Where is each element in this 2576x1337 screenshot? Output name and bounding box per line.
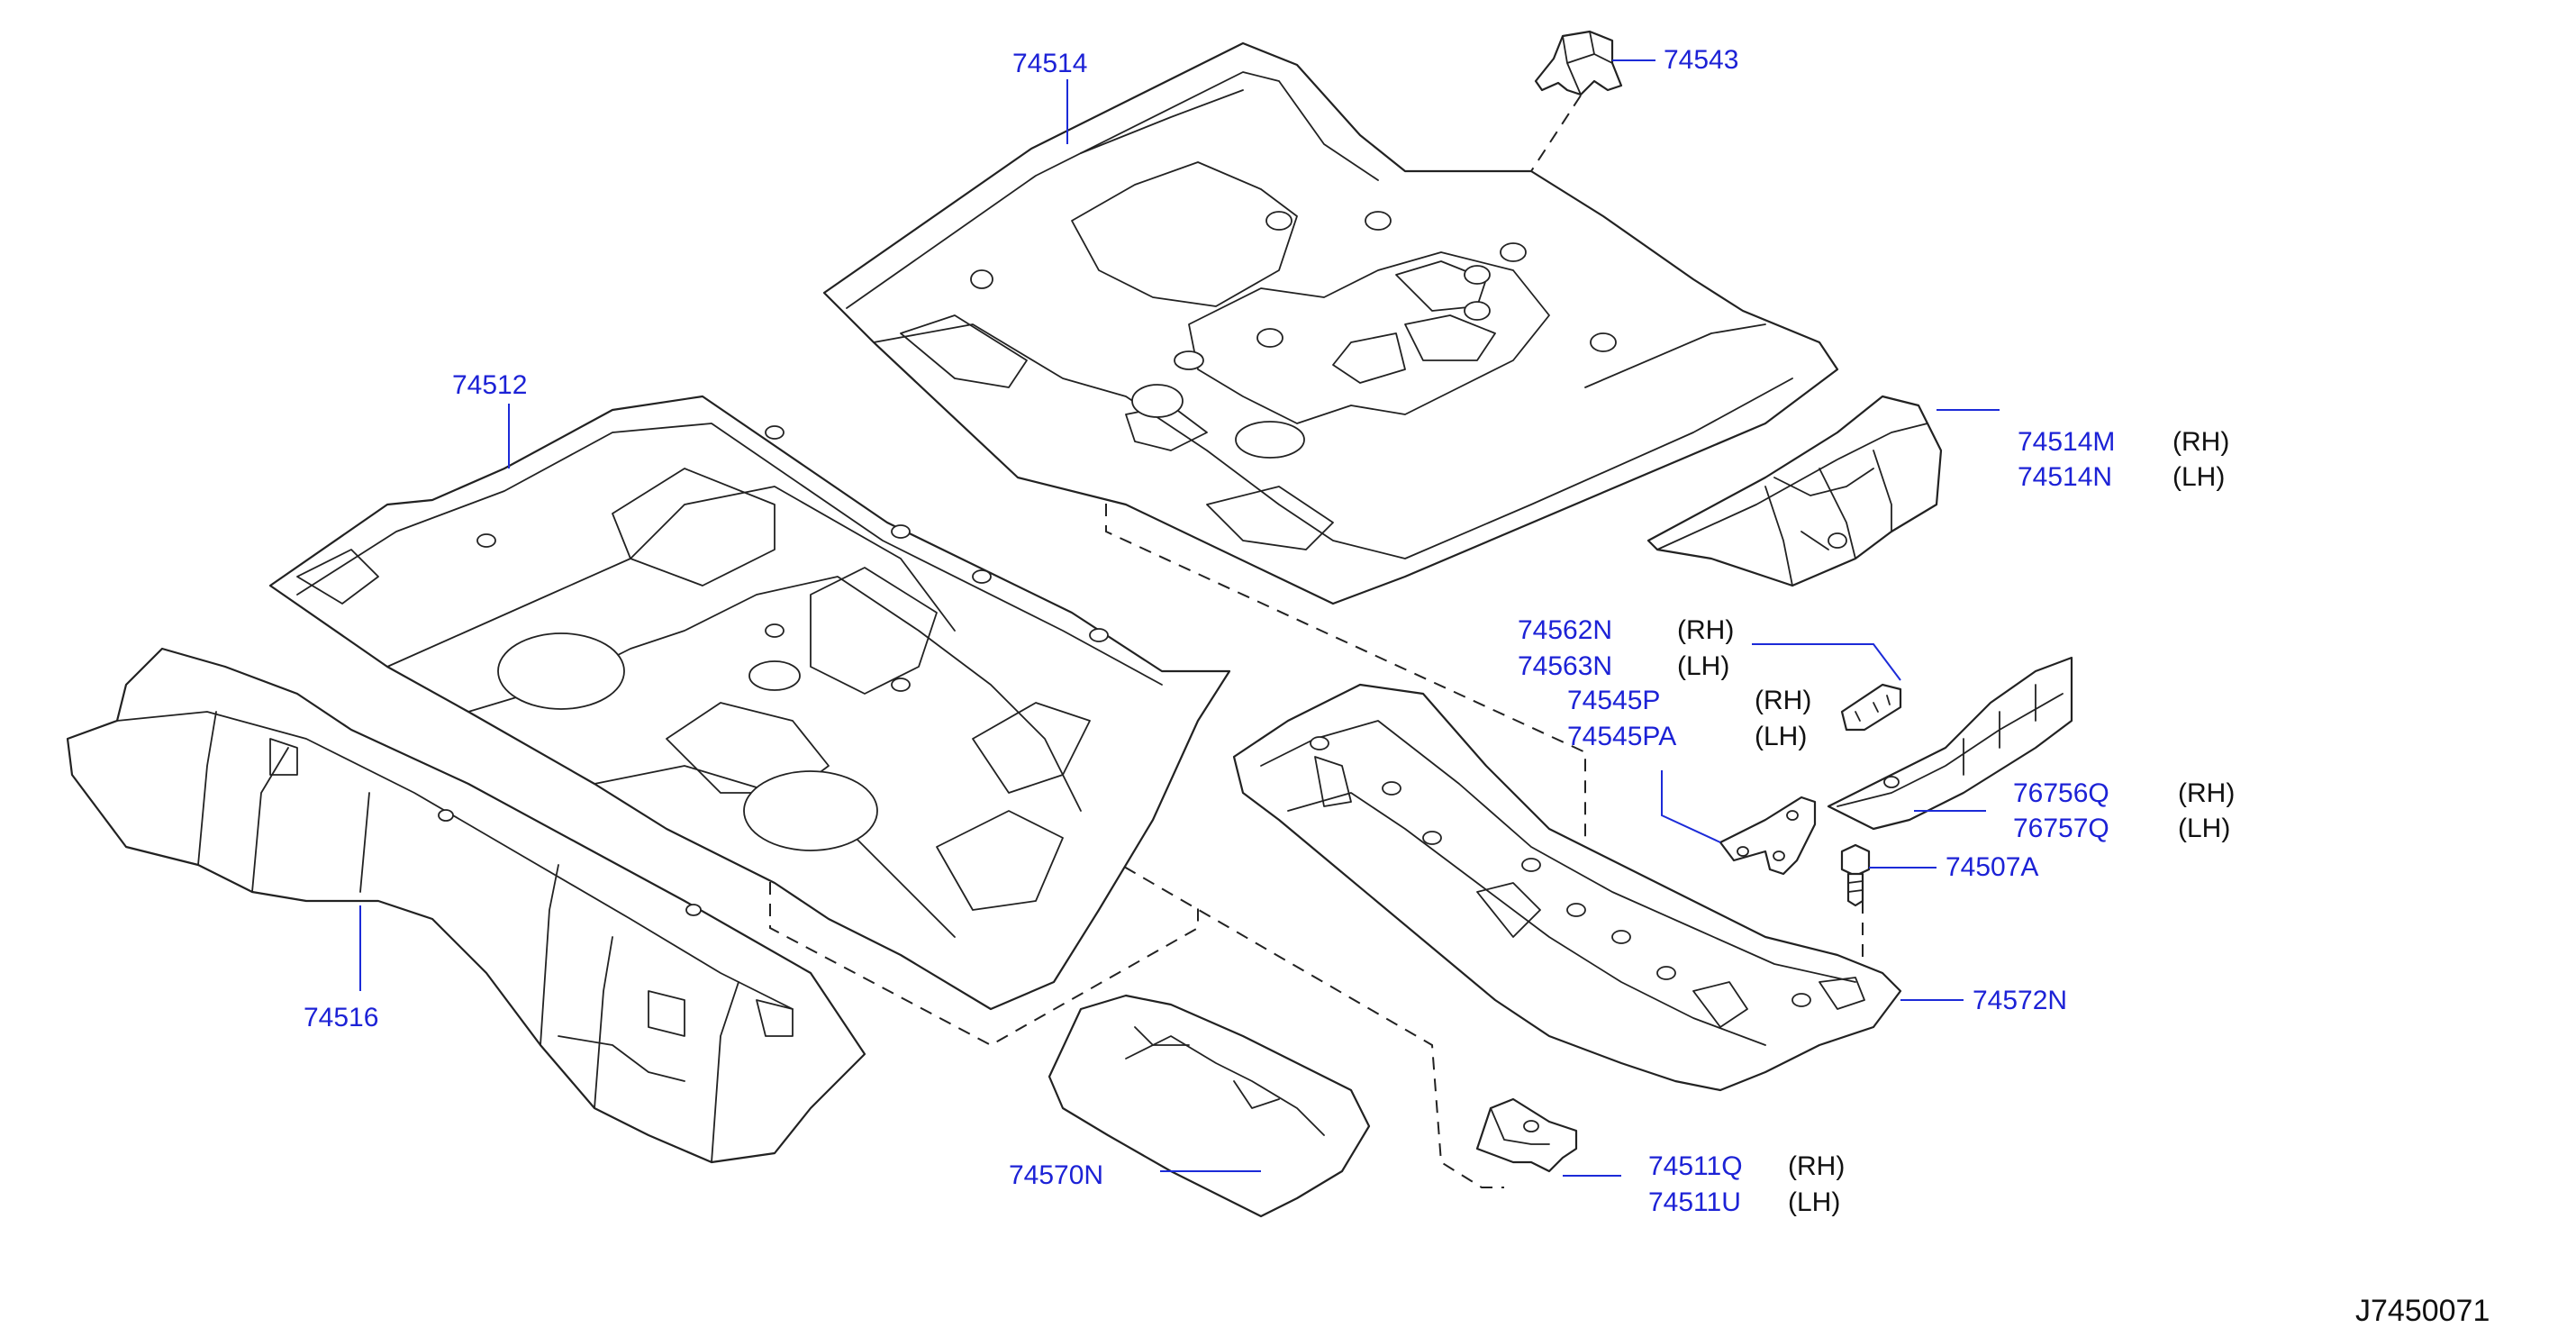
bracket-74545P — [1719, 796, 1817, 876]
side-rh-74514M: (RH) — [2172, 427, 2230, 457]
part-number-74545PA[interactable]: 74545PA — [1567, 722, 1677, 751]
bolt-74507A — [1840, 843, 1871, 907]
rear-floor-panel-74514 — [822, 41, 1839, 605]
side-lh-74563N: (LH) — [1677, 651, 1730, 681]
rear-side-extension-74514M — [1646, 395, 1943, 587]
side-lh-74514N: (LH) — [2172, 462, 2226, 492]
part-number-76756Q[interactable]: 76756Q — [2013, 778, 2109, 808]
reinforcement-plate-74562N — [1840, 683, 1902, 732]
side-lh-74545PA: (LH) — [1755, 722, 1808, 751]
part-number-76757Q[interactable]: 76757Q — [2013, 814, 2109, 843]
side-member-74516 — [66, 647, 866, 1164]
side-rh-74562N: (RH) — [1677, 615, 1735, 645]
rear-cross-member-74572N — [1232, 683, 1902, 1092]
side-rh-76756Q: (RH) — [2178, 778, 2236, 808]
side-rh-74511Q: (RH) — [1788, 1151, 1846, 1181]
center-floor-panel-74512 — [268, 395, 1231, 1011]
diagram-id: J7450071 — [2355, 1294, 2490, 1328]
part-number-74511Q[interactable]: 74511Q — [1648, 1151, 1743, 1181]
side-lh-76757Q: (LH) — [2178, 814, 2231, 843]
part-number-74572N[interactable]: 74572N — [1973, 986, 2068, 1015]
leader-lines — [359, 59, 2000, 1177]
part-number-74514N[interactable]: 74514N — [2018, 462, 2113, 492]
bracket-74543 — [1534, 30, 1623, 96]
bracket-74511Q — [1475, 1097, 1578, 1173]
part-number-74545P[interactable]: 74545P — [1567, 686, 1661, 715]
side-rh-74545P: (RH) — [1755, 686, 1812, 715]
part-number-74516[interactable]: 74516 — [304, 1003, 379, 1032]
part-number-74543[interactable]: 74543 — [1664, 45, 1739, 75]
part-number-74570N[interactable]: 74570N — [1009, 1160, 1104, 1190]
side-reinforcement-76756Q — [1827, 656, 2073, 831]
part-number-74512[interactable]: 74512 — [452, 370, 528, 400]
part-number-74563N[interactable]: 74563N — [1518, 651, 1613, 681]
part-number-74514M[interactable]: 74514M — [2018, 427, 2116, 457]
part-number-74511U[interactable]: 74511U — [1648, 1187, 1741, 1217]
insulator-74570N — [1048, 994, 1371, 1218]
part-number-74562N[interactable]: 74562N — [1518, 615, 1613, 645]
side-lh-74511U: (LH) — [1788, 1187, 1841, 1217]
part-number-74507A[interactable]: 74507A — [1946, 852, 2039, 882]
part-number-74514[interactable]: 74514 — [1012, 49, 1088, 78]
